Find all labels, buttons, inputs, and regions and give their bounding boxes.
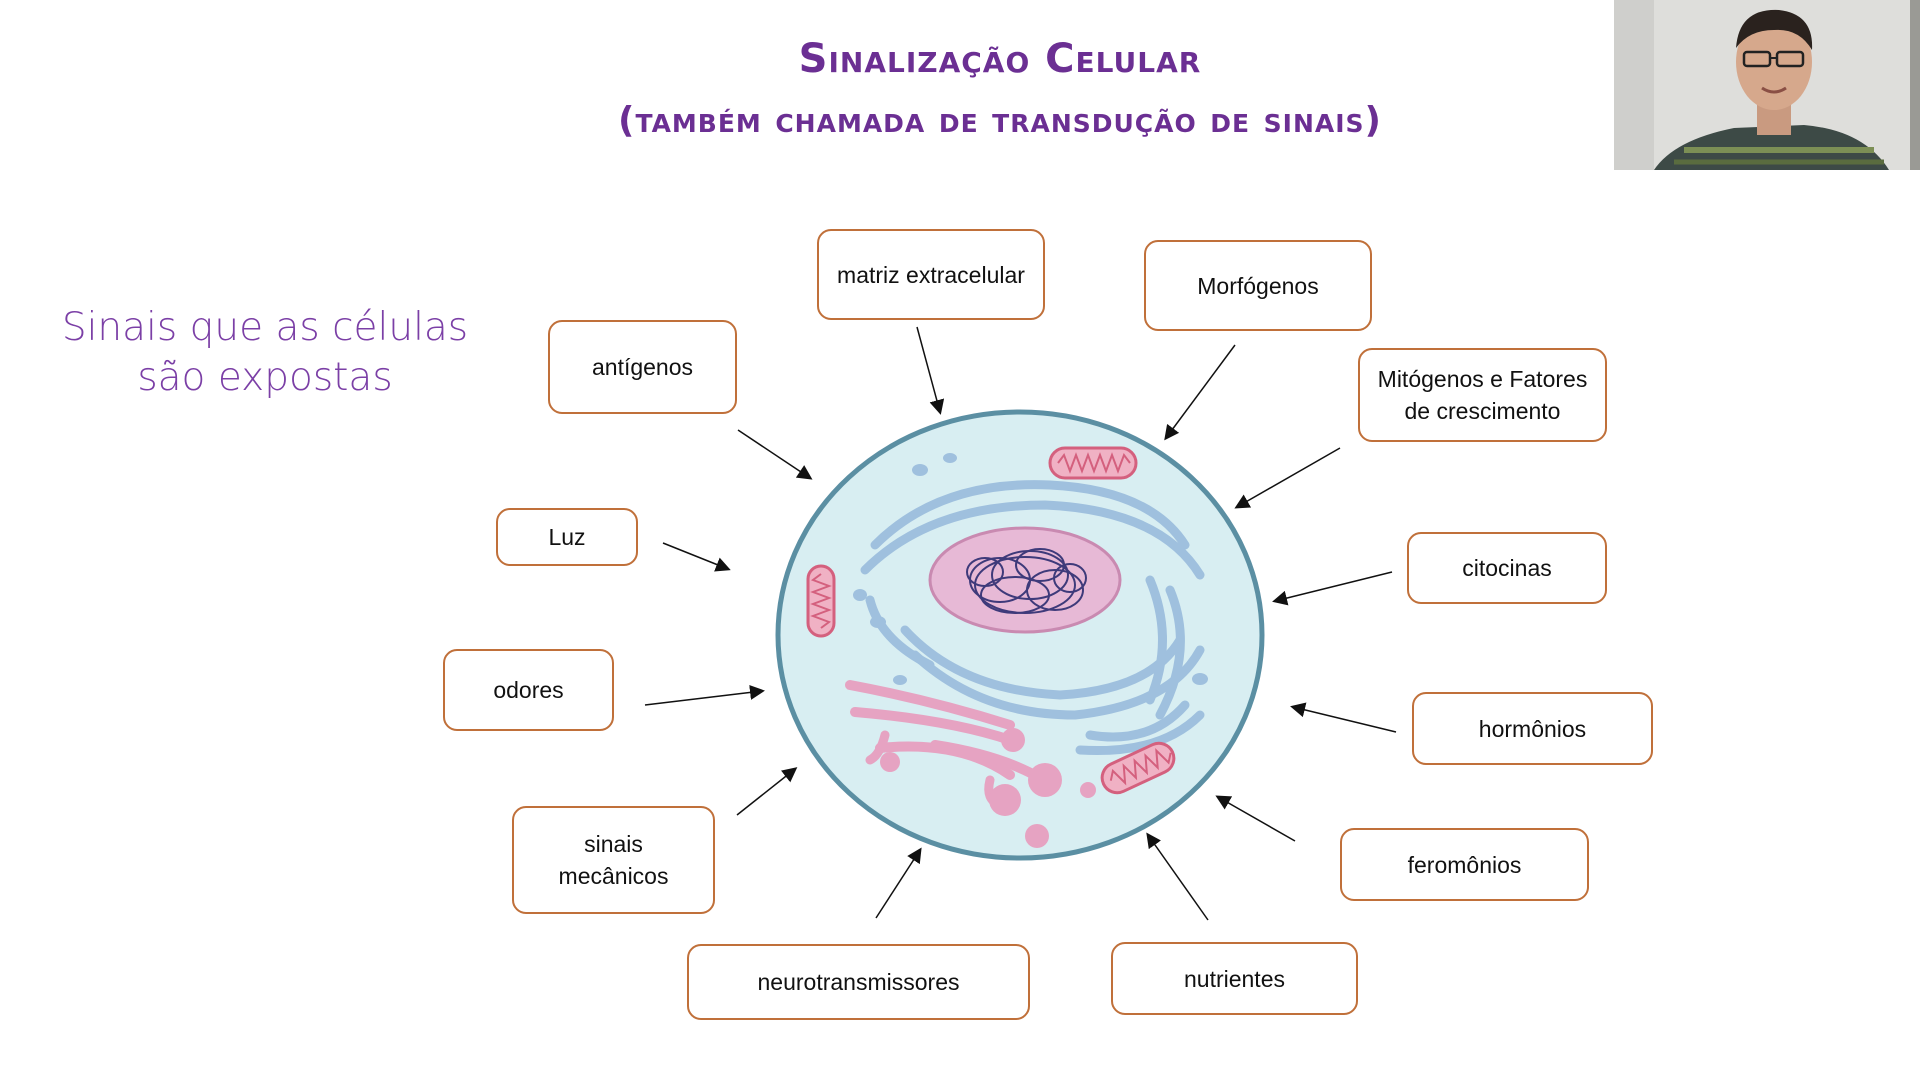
mitochondria	[806, 446, 1176, 795]
label-nutrientes: nutrientes	[1111, 942, 1358, 1015]
label-matriz-extracelular: matriz extracelular	[817, 229, 1045, 320]
label-neurotransmissores: neurotransmissores	[687, 944, 1030, 1020]
arrow-luz	[662, 542, 731, 572]
arrow-hormonios	[1290, 702, 1397, 733]
arrow-matriz	[916, 326, 945, 415]
nucleus	[928, 526, 1122, 634]
label-sinais-mecanicos: sinais mecânicos	[512, 806, 715, 914]
webcam-overlay	[1614, 0, 1920, 170]
arrow-neurotransmissores	[875, 847, 922, 919]
arrow-feromonios	[1215, 795, 1296, 842]
arrow-odores	[644, 684, 765, 706]
cell-membrane	[775, 409, 1265, 861]
arrow-morfogenos	[1164, 344, 1236, 441]
vesicles	[853, 453, 1208, 685]
arrow-citocinas	[1272, 571, 1393, 606]
label-feromonios: feromônios	[1340, 828, 1589, 901]
label-antigenos: antígenos	[548, 320, 737, 414]
slide-title: Sinalização Celular	[798, 36, 1202, 82]
label-hormonios: hormônios	[1412, 692, 1653, 765]
arrow-mitogenos	[1234, 447, 1341, 509]
arrow-nutrientes	[1146, 832, 1209, 921]
endoplasmic-reticulum	[860, 480, 1205, 756]
golgi-apparatus	[845, 680, 1096, 848]
label-luz: Luz	[496, 508, 638, 566]
cell	[775, 409, 1265, 861]
label-mitogenos: Mitógenos e Fatores de crescimento	[1358, 348, 1607, 442]
label-odores: odores	[443, 649, 614, 731]
label-citocinas: citocinas	[1407, 532, 1607, 604]
signal-arrows	[644, 326, 1397, 921]
chromatin	[966, 548, 1087, 614]
left-caption: Sinais que as células são expostas	[61, 305, 469, 400]
arrow-sinais-mecanicos	[736, 767, 798, 816]
label-morfogenos: Morfógenos	[1144, 240, 1372, 331]
presenter-video	[1614, 0, 1920, 170]
slide-subtitle: (também chamada de transdução de sinais)	[618, 100, 1382, 141]
arrow-antigenos	[737, 429, 813, 480]
